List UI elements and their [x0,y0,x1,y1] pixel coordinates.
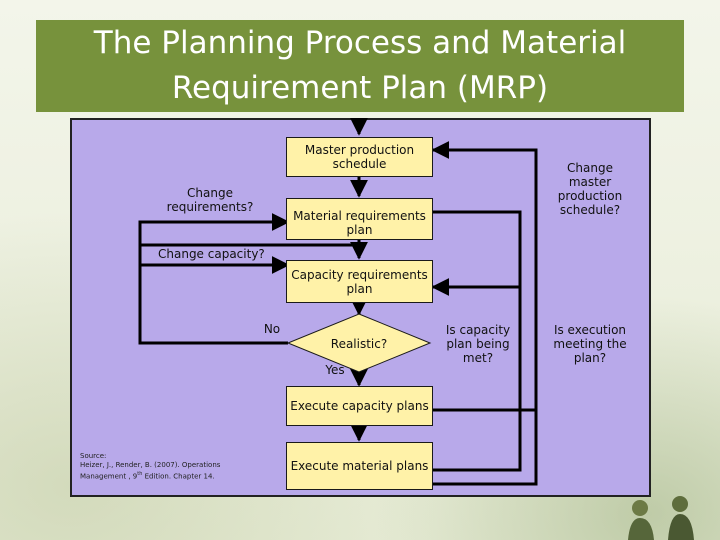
source-line-2-suffix: Edition. Chapter 14. [142,472,215,481]
mrp-label: Material requirements plan [293,209,426,237]
decorative-people-figure [628,496,694,540]
capacity-requirements-plan-box: Capacity requirements plan [286,260,433,303]
execution-meeting-label: Is execution meeting the plan? [553,323,627,365]
execute-capacity-label: Execute capacity plans [290,399,429,413]
source-line-2-sup: th [137,471,143,477]
capacity-met-label: Is capacity plan being met? [445,323,511,365]
change-requirements-label: Change requirements? [166,186,254,214]
change-mps-loop [431,141,538,250]
execute-material-plans-box: Execute material plans [286,442,433,490]
execute-capacity-plans-box: Execute capacity plans [286,386,433,426]
change-capacity-label: Change capacity? [158,247,265,261]
source-line-1: Heizer, J., Render, B. (2007). Operation… [80,461,221,469]
master-production-schedule-box: Master production schedule [286,137,433,177]
no-loop-line [138,243,359,345]
change-mps-label: Change master production schedule? [557,161,623,217]
yes-label: Yes [325,363,345,377]
title-band: The Planning Process and Material Requir… [36,20,684,112]
execute-material-label: Execute material plans [290,459,429,473]
no-label: No [263,322,281,336]
source-heading: Source: [80,452,107,460]
capacity-met-loop [403,278,522,472]
capacity-met-to-mrp [433,210,522,287]
realistic-label: Realistic? [330,337,388,351]
mps-label: Master production schedule [304,143,415,171]
crp-label: Capacity requirements plan [291,267,428,296]
material-requirements-plan-box: Material requirements plan [286,198,433,240]
realistic-diamond [286,313,432,373]
source-citation: Source: Heizer, J., Render, B. (2007). O… [80,452,220,481]
title-line-1: The Planning Process and Material [93,25,627,61]
title-line-2: Requirement Plan (MRP) [171,70,549,106]
source-line-2: Management , 9th Edition. Chapter 14. [80,470,220,481]
source-line-2-prefix: Management , 9 [80,472,138,481]
change-requirements-line [138,213,290,245]
